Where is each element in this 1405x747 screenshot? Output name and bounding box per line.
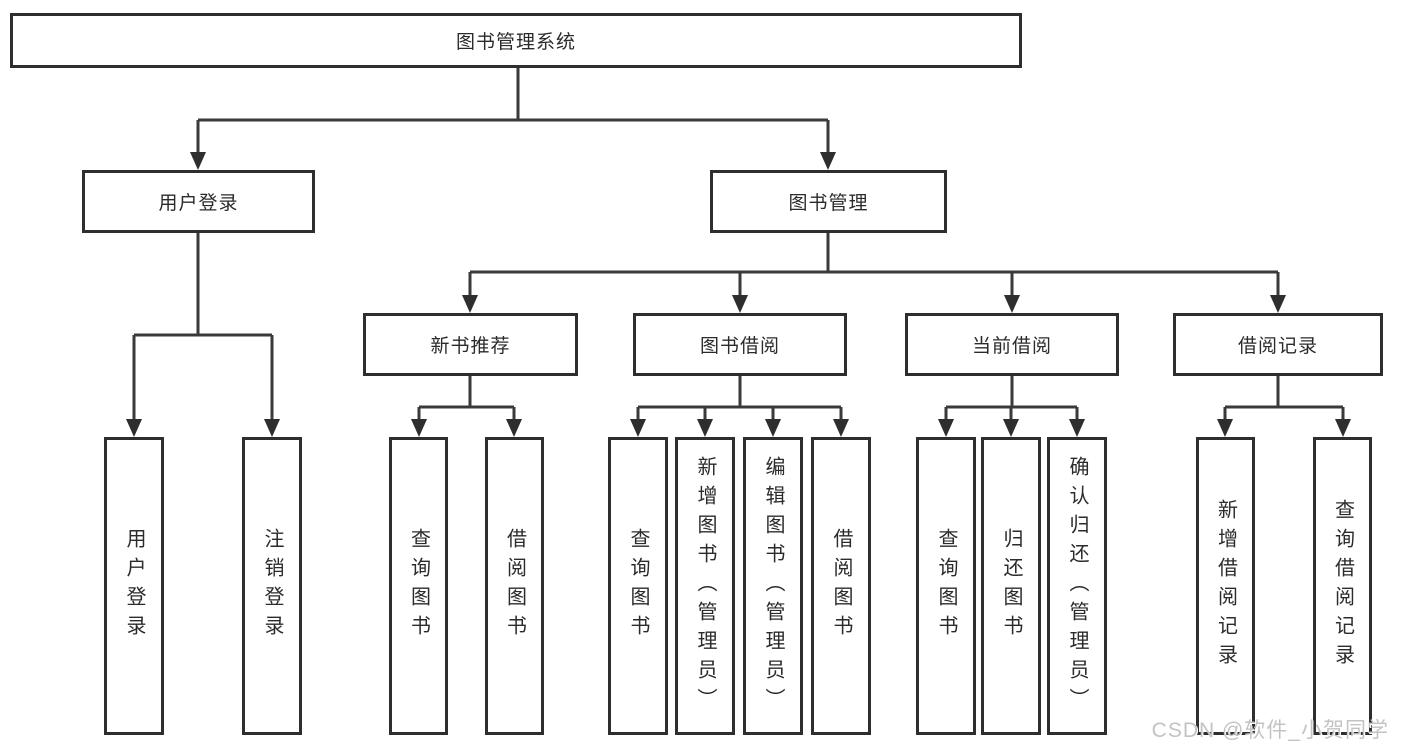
leaf-user-login: 用户登录 (104, 437, 164, 735)
leaf-return-books: 归还图书 (981, 437, 1041, 735)
node-book-management: 图书管理 (710, 170, 947, 233)
node-new-book-recommend: 新书推荐 (363, 313, 578, 376)
node-borrowing-records: 借阅记录 (1173, 313, 1383, 376)
leaf-query-books-borrowing: 查询图书 (608, 437, 668, 735)
leaf-borrow-books: 借阅图书 (811, 437, 871, 735)
leaf-add-books-admin: 新增图书（管理员） (675, 437, 735, 735)
leaf-edit-books-admin: 编辑图书（管理员） (743, 437, 803, 735)
node-book-borrowing: 图书借阅 (633, 313, 847, 376)
leaf-query-books-current: 查询图书 (916, 437, 976, 735)
node-user-login: 用户登录 (82, 170, 315, 233)
node-current-borrowing: 当前借阅 (905, 313, 1119, 376)
leaf-logout: 注销登录 (242, 437, 302, 735)
node-root-system: 图书管理系统 (10, 13, 1022, 68)
leaf-add-borrow-record: 新增借阅记录 (1196, 437, 1255, 735)
leaf-borrow-books-recommend: 借阅图书 (485, 437, 544, 735)
leaf-confirm-return-admin: 确认归还（管理员） (1047, 437, 1107, 735)
csdn-watermark: CSDN @软件_小贺同学 (1151, 719, 1389, 742)
leaf-query-borrow-record: 查询借阅记录 (1313, 437, 1372, 735)
leaf-query-books-recommend: 查询图书 (389, 437, 448, 735)
